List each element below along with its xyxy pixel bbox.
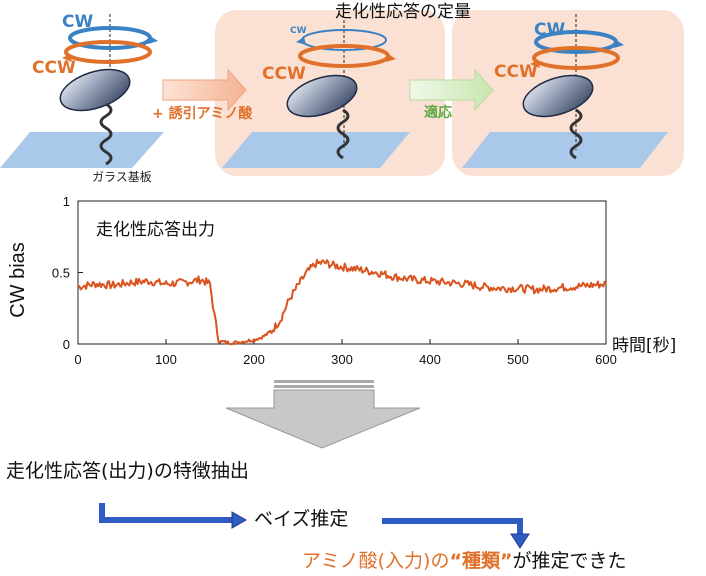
result-text: アミノ酸(入力)の“種類”が推定できた [302, 552, 626, 571]
cw-label-small: CW [290, 26, 307, 36]
cw-label: CW [534, 20, 566, 40]
stimulus-arrow [162, 68, 247, 112]
x-tick-label: 200 [243, 352, 265, 367]
bayes-estimation-text: ベイズ推定 [254, 508, 349, 530]
y-tick-label: 0.5 [52, 266, 70, 281]
cell-stimulated [286, 20, 396, 160]
down-arrow [225, 380, 421, 449]
glass-substrate [222, 132, 410, 168]
adaptation-arrow [409, 68, 494, 112]
chart-title: 走化性応答出力 [96, 220, 215, 240]
flow-arrowhead [231, 511, 248, 529]
x-tick-label: 600 [595, 352, 617, 367]
x-tick-label: 0 [74, 352, 81, 367]
cw-bias-chart: 0 100 200 300 400 500 600 0 0.5 1 [52, 194, 617, 367]
result-part2: が推定できた [512, 550, 627, 572]
y-tick-label: 0 [63, 337, 70, 352]
cell-adapted [522, 14, 624, 160]
adaptation-label: 適応 [424, 105, 452, 121]
y-axis-label: CW bias [6, 242, 29, 318]
section-title: 走化性応答の定量 [335, 2, 471, 22]
flow-arrowhead [510, 533, 530, 549]
ccw-label: CCW [262, 64, 306, 84]
feature-extraction-text: 走化性応答(出力)の特徴抽出 [6, 460, 249, 482]
glass-label: ガラス基板 [92, 170, 152, 184]
cw-bias-trace [77, 258, 607, 346]
stimulus-label: + 誘引アミノ酸 [152, 106, 253, 122]
ccw-label: CCW [494, 62, 538, 82]
result-part1: アミノ酸(入力)の [302, 550, 450, 572]
ccw-label: CCW [32, 58, 76, 78]
x-tick-label: 100 [155, 352, 177, 367]
flow-connector [99, 503, 523, 536]
cell-initial [59, 14, 158, 166]
cw-label: CW [62, 12, 94, 32]
x-tick-label: 400 [419, 352, 441, 367]
glass-substrate [0, 132, 164, 168]
x-tick-label: 500 [507, 352, 529, 367]
y-tick-label: 1 [63, 194, 70, 209]
glass-substrate [462, 132, 668, 168]
x-axis-label: 時間[秒] [612, 336, 677, 356]
result-emphasis: “種類” [449, 550, 513, 572]
x-tick-label: 300 [331, 352, 353, 367]
